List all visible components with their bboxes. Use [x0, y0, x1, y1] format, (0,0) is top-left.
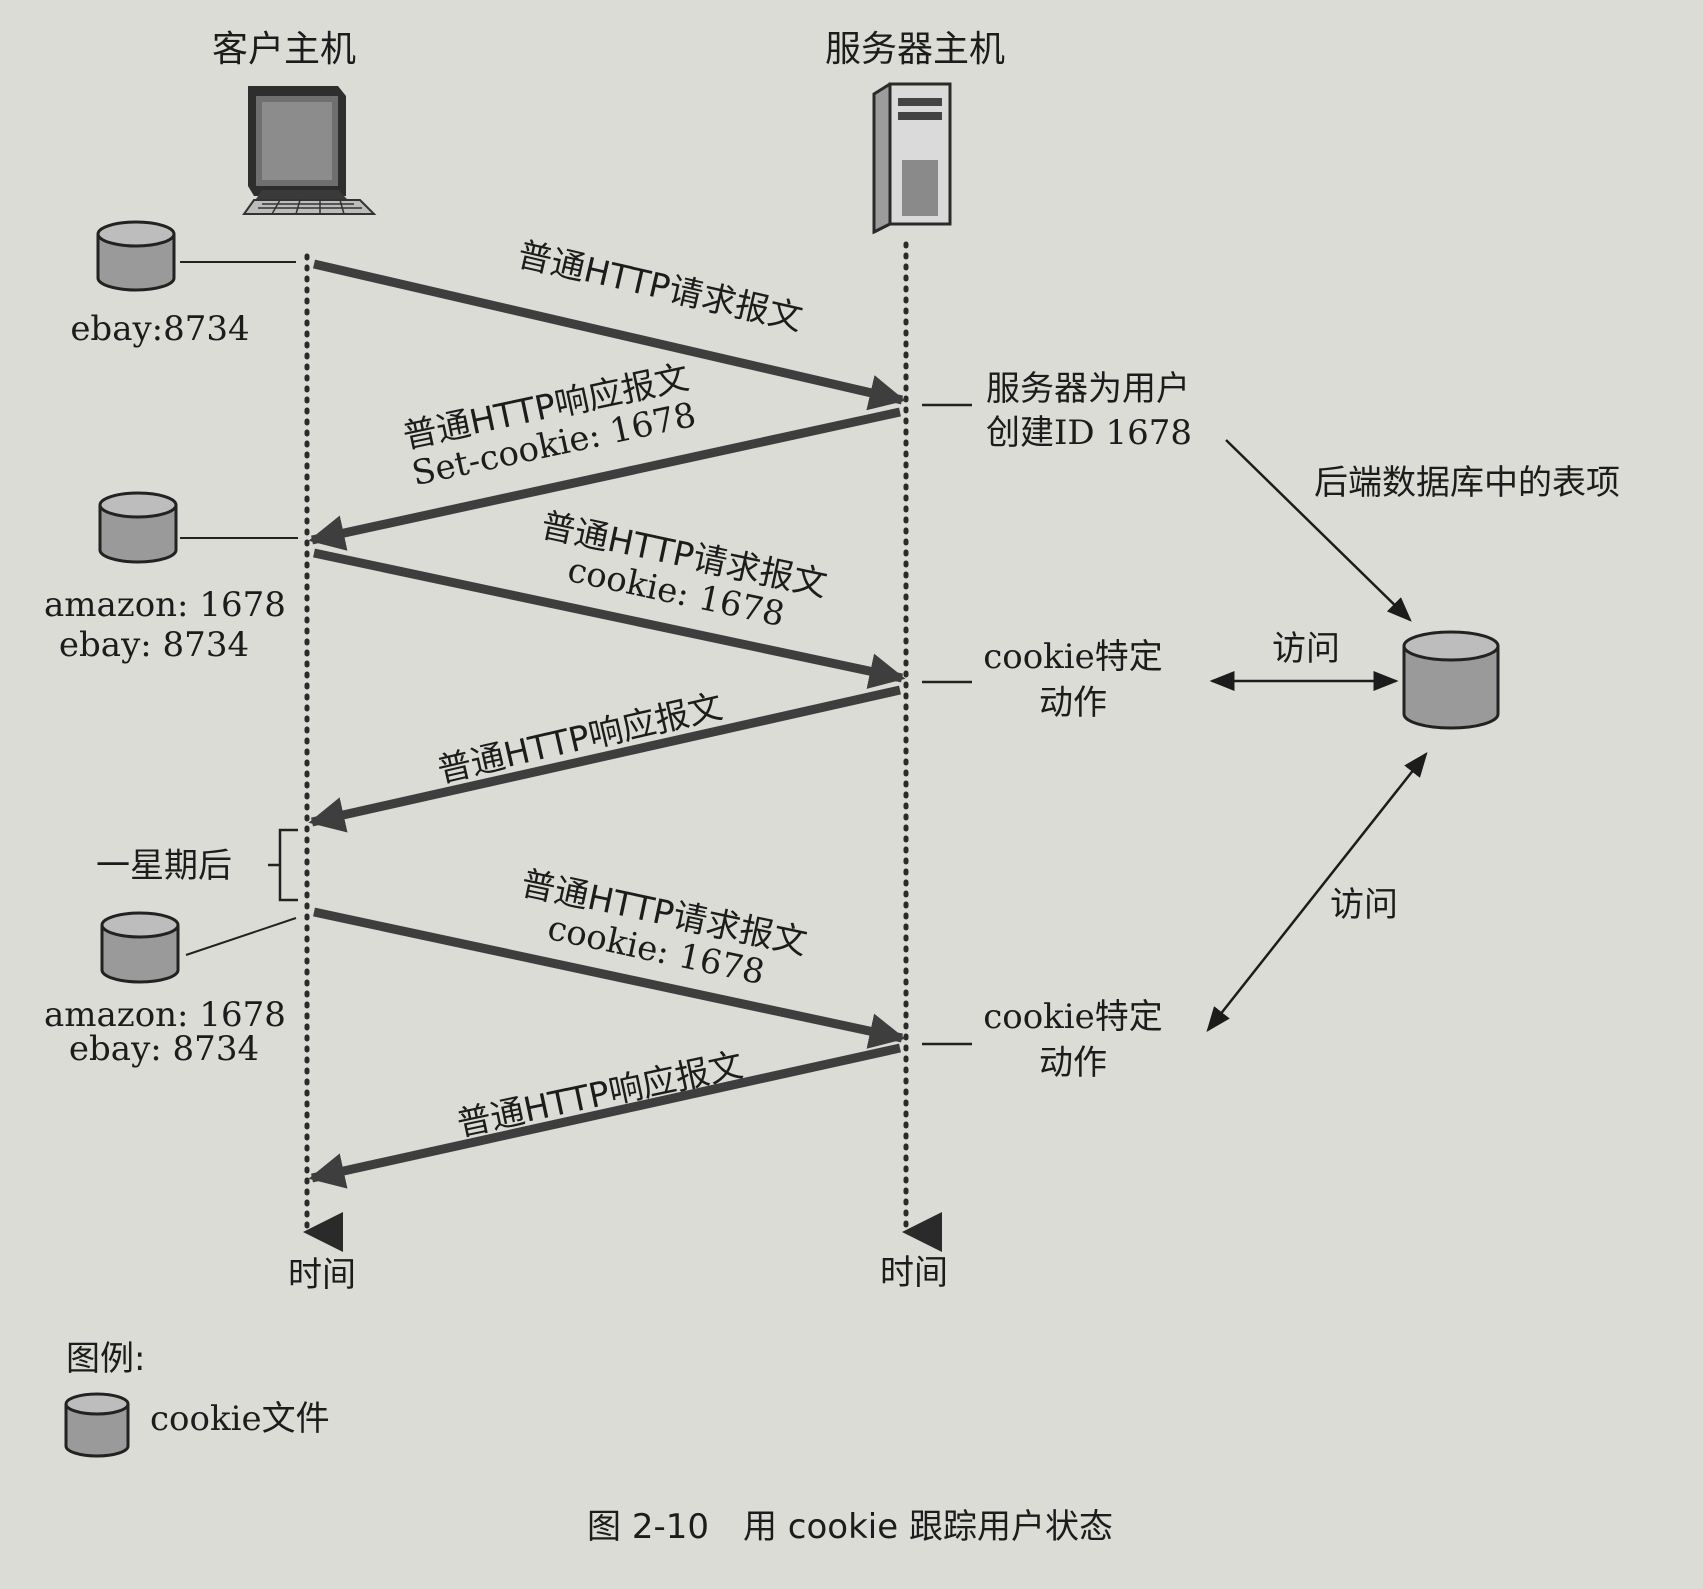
week-later-bracket — [268, 828, 298, 902]
client-time-label: 时间 — [288, 1255, 356, 1295]
server-cookie-action-2-line-1: cookie特定 — [983, 997, 1163, 1037]
week-later-label: 一星期后 — [96, 846, 232, 886]
message-arrow-6 — [308, 1043, 901, 1189]
client-cookie-label-3b: ebay: 8734 — [68, 1029, 260, 1069]
server-host-title: 服务器主机 — [824, 29, 1005, 70]
message-arrow-1 — [312, 259, 906, 411]
client-cookie-label-1: ebay:8734 — [70, 309, 250, 349]
client-cookie-file-1 — [96, 220, 296, 292]
server-time-label: 时间 — [880, 1253, 948, 1293]
access-label-1: 访问 — [1272, 629, 1340, 669]
server-create-id-line-1: 服务器为用户 — [986, 369, 1190, 409]
client-cookie-label-2b: ebay: 8734 — [58, 625, 250, 665]
client-host-title: 客户主机 — [211, 29, 356, 70]
message-arrow-4 — [308, 685, 901, 833]
message-arrow-3 — [313, 548, 906, 689]
server-cookie-action-2-line-2: 动作 — [1039, 1043, 1107, 1083]
backend-entry-arrow — [1225, 439, 1412, 622]
server-cookie-action-1-line-1: cookie特定 — [983, 637, 1163, 677]
client-cookie-label-2a: amazon: 1678 — [44, 585, 286, 625]
backend-entry-label: 后端数据库中的表项 — [1314, 463, 1620, 503]
access-label-2: 访问 — [1330, 885, 1398, 925]
legend-title: 图例: — [66, 1339, 146, 1379]
legend-item-label: cookie文件 — [150, 1399, 330, 1439]
server-cookie-action-1-line-2: 动作 — [1039, 683, 1107, 723]
server-tower-icon — [872, 82, 952, 235]
client-cookie-label-3a: amazon: 1678 — [44, 995, 286, 1035]
message-arrow-2 — [308, 407, 901, 551]
legend-cookie-icon — [64, 1392, 130, 1458]
backend-database — [1402, 630, 1500, 730]
access-arrow-2 — [1206, 752, 1428, 1032]
server-create-id-line-2: 创建ID 1678 — [986, 413, 1193, 453]
figure-caption: 图 2-10 用 cookie 跟踪用户状态 — [587, 1507, 1113, 1547]
client-cookie-file-3 — [100, 911, 297, 984]
desktop-computer-icon — [242, 86, 377, 215]
message-arrow-5 — [313, 907, 906, 1049]
client-cookie-file-2 — [98, 491, 298, 564]
